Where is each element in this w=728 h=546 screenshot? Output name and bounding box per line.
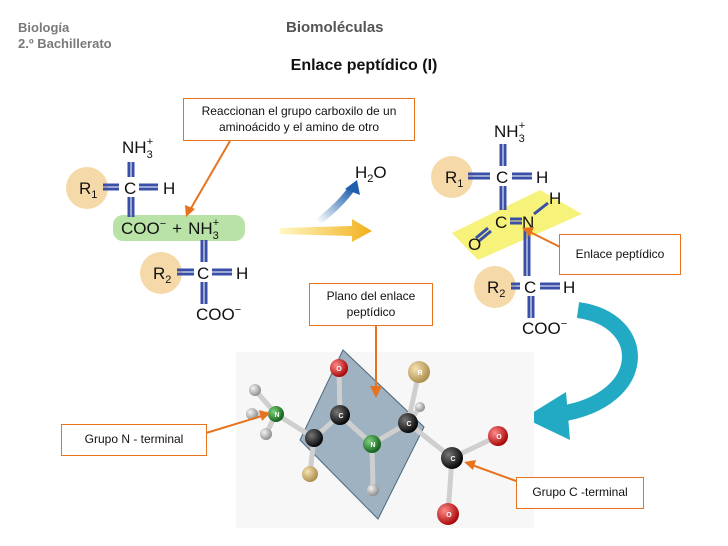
atom-n1 xyxy=(363,435,381,453)
bond-n2-c2 xyxy=(200,240,208,262)
peptide-callout-arrow xyxy=(529,231,563,249)
n-terminal-callout: Grupo N - terminal xyxy=(61,424,207,456)
p-bond-n-c2 xyxy=(523,228,531,276)
atom-n1-label: N xyxy=(370,442,375,449)
p-bond-o-text: O xyxy=(468,235,481,254)
atom-h2 xyxy=(246,408,258,420)
atom-n-terminal xyxy=(268,406,284,422)
atom-ca2 xyxy=(398,413,418,433)
reaction-highlight xyxy=(113,215,245,241)
n-terminal-callout-arrowhead xyxy=(259,410,270,421)
bond-c2-h xyxy=(212,268,232,276)
course-label: 2.º Bachillerato xyxy=(18,36,112,51)
atom-h3 xyxy=(260,428,272,440)
peptide-callout-arrowhead xyxy=(522,227,534,237)
p-bond-r2-c2 xyxy=(511,282,520,290)
atom-ca1 xyxy=(305,429,323,447)
water-arrowhead xyxy=(345,180,360,195)
plane-callout-arrowhead xyxy=(370,386,382,398)
p-bond-n-c xyxy=(499,144,507,166)
atom-r2-label: R xyxy=(417,370,422,377)
aa2-r-text: R2 xyxy=(153,264,171,286)
atom-c1 xyxy=(330,405,350,425)
atom-o3-label: O xyxy=(446,512,452,519)
atom-c-terminal xyxy=(441,447,463,469)
aa2-carboxyl-text: COO− xyxy=(196,304,241,324)
aa1-h-text: H xyxy=(163,179,175,198)
p-bond-c-h xyxy=(512,172,532,180)
atom-r2 xyxy=(408,361,430,383)
atom-c-terminal-label: C xyxy=(450,456,455,463)
r1-circle xyxy=(66,167,108,209)
atom-o1-label: O xyxy=(336,366,342,373)
junction-text: COO−+NH3+ xyxy=(121,217,219,242)
p-carboxyl-text: COO− xyxy=(522,318,567,338)
p-bond-n-h xyxy=(533,201,549,216)
bond-n-c1 xyxy=(127,162,135,177)
aa2-h-text: H xyxy=(236,264,248,283)
page-title: Enlace peptídico (I) xyxy=(290,57,438,74)
water-text: H2O xyxy=(355,163,387,185)
atom-r1 xyxy=(302,466,318,482)
bond-c1-coo xyxy=(127,197,135,217)
atom-o1 xyxy=(330,359,348,377)
p-r1-text: R1 xyxy=(445,168,463,190)
atom-o2 xyxy=(488,426,508,446)
p-bond-c2-h xyxy=(540,282,560,290)
atom-h-ca2 xyxy=(415,402,425,412)
p-bond-c-o xyxy=(475,226,492,243)
atom-ca2-label: C xyxy=(406,421,411,428)
peptide-bond-highlight xyxy=(452,190,582,260)
p-amino-text: NH3+ xyxy=(494,120,525,145)
product-r2-circle xyxy=(474,266,516,308)
dipeptide-product: NH3+ R1 C H C N O H R2 C H COO− xyxy=(431,120,582,338)
p-bond-c-text: C xyxy=(495,213,507,232)
p-bond-h-text: H xyxy=(549,189,561,208)
atom-h1 xyxy=(249,384,261,396)
atom-c1-label: C xyxy=(338,413,343,420)
n-terminal-callout-arrow xyxy=(205,415,263,434)
reaction-callout: Reaccionan el grupo carboxilo de un amin… xyxy=(183,98,415,141)
peptide-bond-callout: Enlace peptídico xyxy=(559,234,681,275)
teal-arrowhead xyxy=(524,392,570,440)
p-bond-c-cco xyxy=(499,186,507,210)
c-terminal-callout-arrowhead xyxy=(464,460,476,470)
plane-callout: Plano del enlace peptídico xyxy=(309,283,433,326)
subject-label: Biología xyxy=(18,20,70,35)
aa1-r-text: R1 xyxy=(79,179,97,201)
atom-n-terminal-label: N xyxy=(274,412,279,419)
atom-h-n xyxy=(367,484,379,496)
bond-r2-c2 xyxy=(177,268,194,276)
p-bond-r1-c xyxy=(468,172,490,180)
bond-c2-coo xyxy=(200,282,208,304)
molecular-model-3d: C C C N N O O O R xyxy=(236,349,534,528)
teal-curved-arrow xyxy=(558,302,638,422)
water-release-arrow xyxy=(315,185,355,225)
topic-label: Biomoléculas xyxy=(286,19,384,36)
r2-circle xyxy=(140,252,182,294)
c-terminal-callout: Grupo C -terminal xyxy=(516,477,644,509)
atom-o3 xyxy=(437,503,459,525)
aa1-amino-text: NH3+ xyxy=(122,136,153,161)
reactant-amino-acids: NH3+ R1 C H COO−+NH3+ R2 C H COO− xyxy=(66,136,248,324)
reaction-callout-arrow xyxy=(189,140,231,211)
aa1-c-text: C xyxy=(124,179,136,198)
aa2-c-text: C xyxy=(197,264,209,283)
p-bond-c-n xyxy=(510,217,522,225)
reaction-callout-arrowhead xyxy=(185,205,195,217)
p-h2-text: H xyxy=(563,278,575,297)
bond-c1-h xyxy=(139,183,158,191)
atom-o2-label: O xyxy=(496,434,502,441)
bond-r1-c1 xyxy=(103,183,119,191)
p-h-text: H xyxy=(536,168,548,187)
reaction-arrow xyxy=(280,219,372,242)
p-c-text: C xyxy=(496,168,508,187)
c-terminal-callout-arrow xyxy=(471,464,517,482)
product-r1-circle xyxy=(431,156,473,198)
p-r2-text: R2 xyxy=(487,278,505,300)
p-bond-c2-coo xyxy=(527,296,535,318)
p-c2-text: C xyxy=(524,278,536,297)
